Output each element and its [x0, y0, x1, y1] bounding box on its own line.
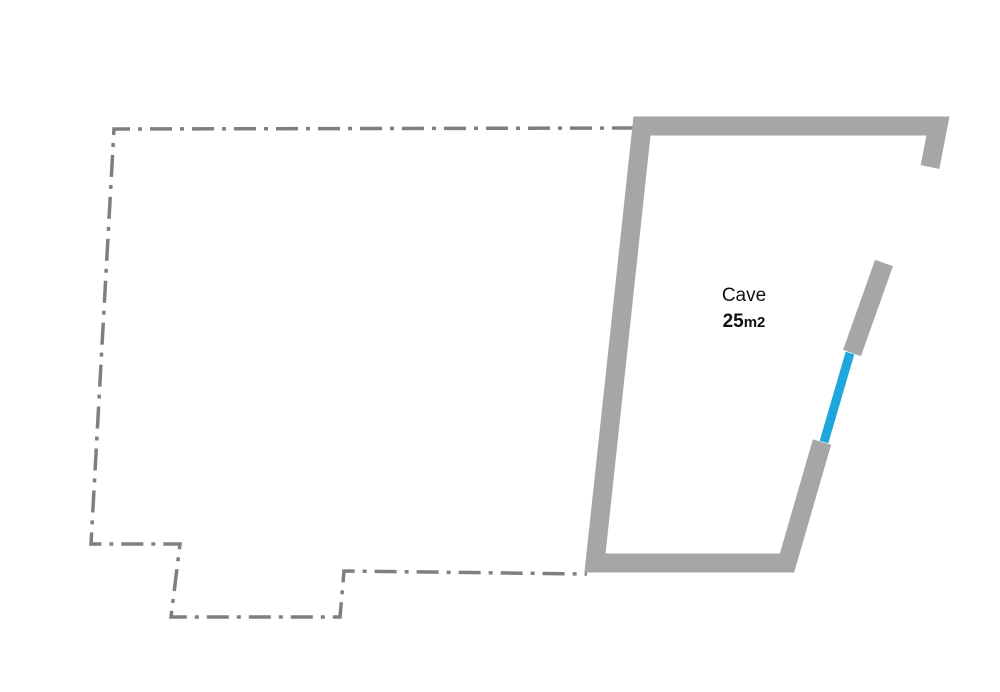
room-area: 25m2 — [694, 310, 794, 334]
room-area-value: 25 — [722, 310, 744, 332]
adjacent-footprint-outline — [89, 126, 635, 619]
cave-wall-outline — [584, 116, 950, 573]
room-label: Cave 25m2 — [694, 284, 794, 334]
cave-wall-segment — [843, 259, 893, 357]
window-opening — [819, 351, 855, 444]
room-name: Cave — [721, 285, 767, 306]
room-area-unit: m2 — [743, 313, 766, 331]
